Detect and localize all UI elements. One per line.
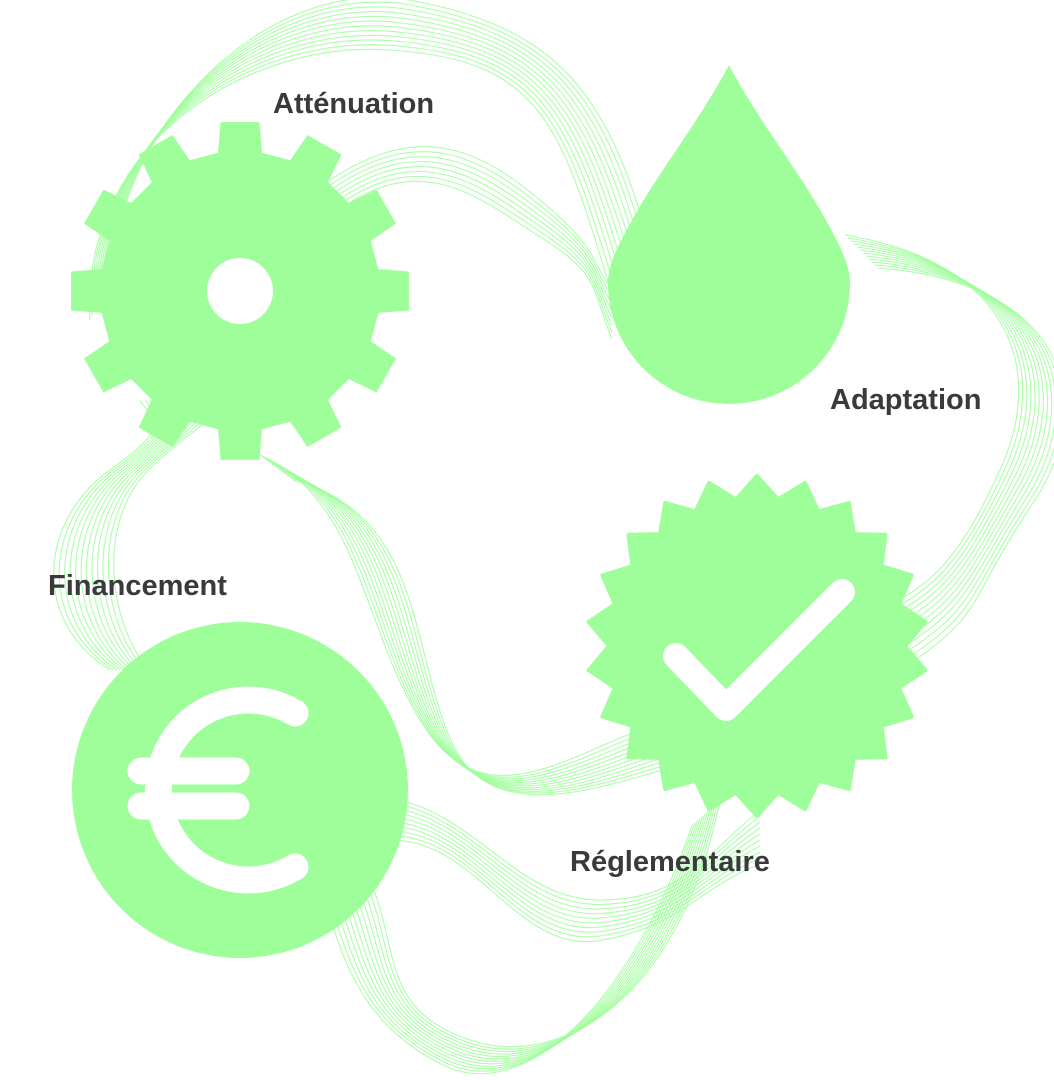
label-adaptation: Adaptation [830,384,982,416]
label-attenuation: Atténuation [273,88,435,120]
water-drop-icon [608,65,850,404]
check-badge-icon [586,474,928,818]
check-mark [663,579,855,721]
label-financement: Financement [48,570,227,602]
label-reglementaire: Réglementaire [570,846,770,878]
gear-icon [71,122,409,460]
euro-icon [72,622,408,958]
wavy-connector-lines [53,0,1054,1075]
